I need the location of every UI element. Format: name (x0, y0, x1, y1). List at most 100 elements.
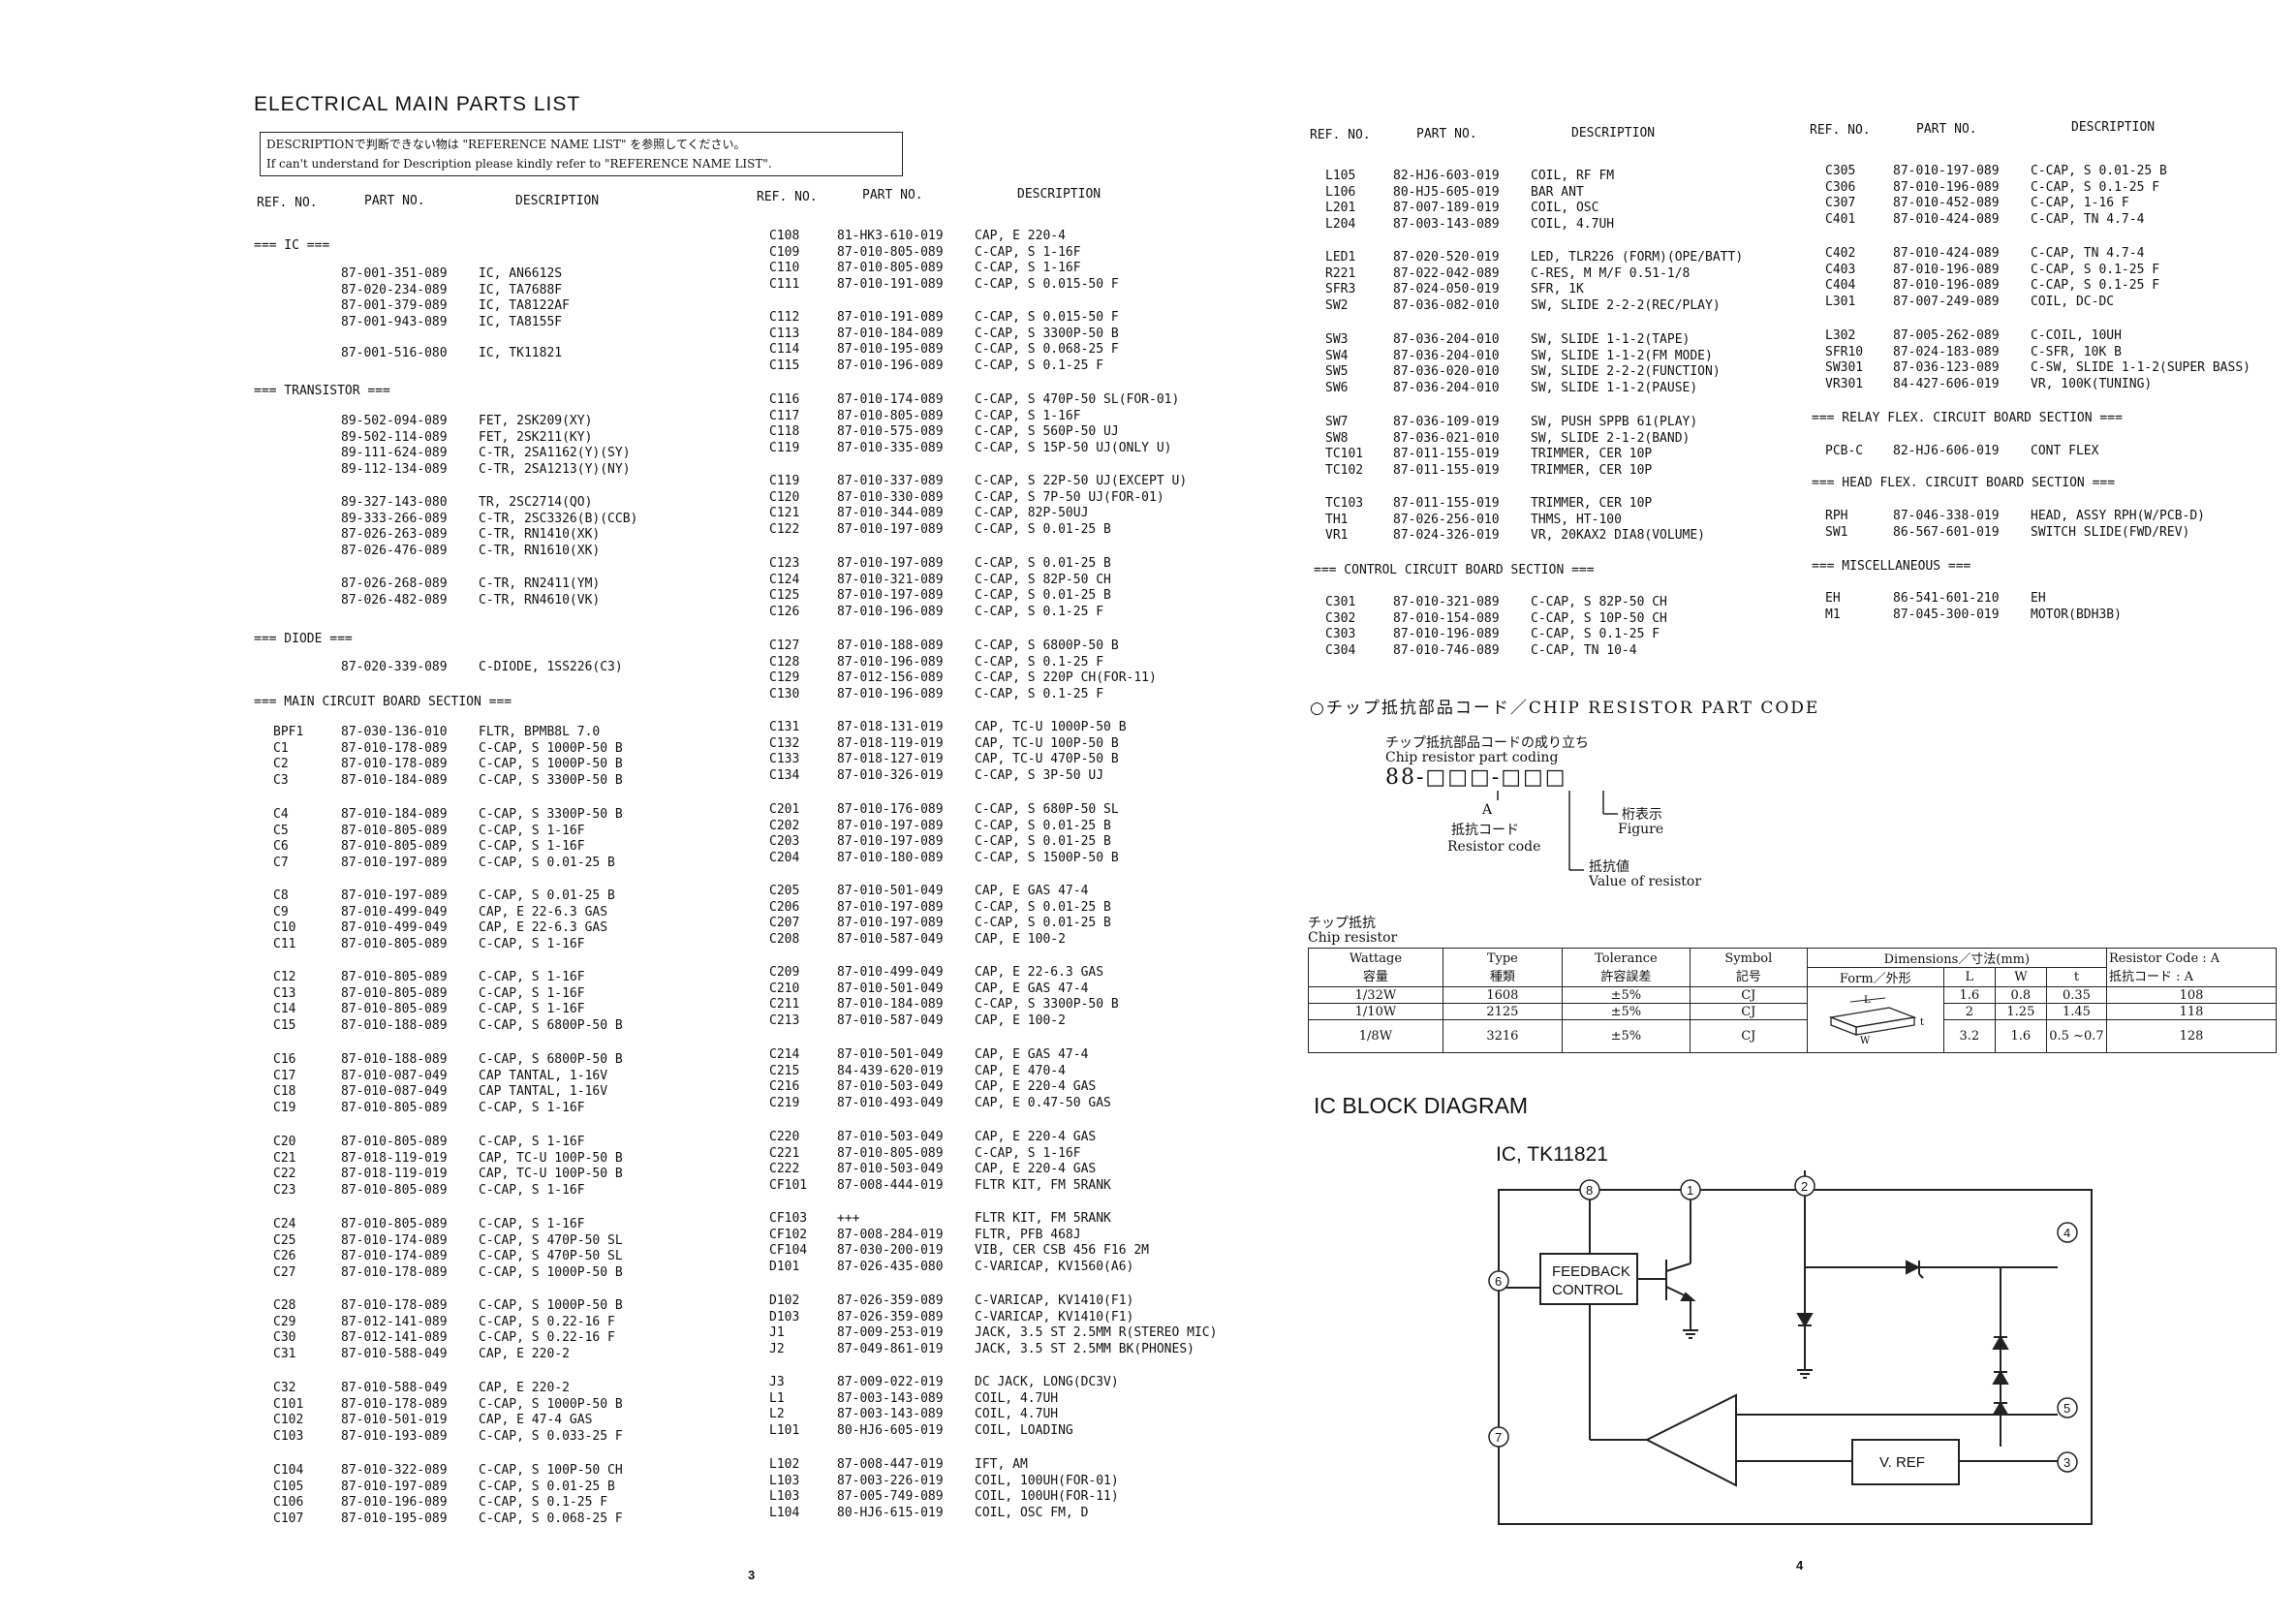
part-no: 87-011-155-019 (1393, 496, 1500, 511)
ref-no: C402 (1825, 246, 1856, 261)
code-annotation-lines (1497, 791, 1618, 871)
chip-shape-icon: L t W (1828, 995, 1924, 1046)
part-no: 87-010-196-089 (1893, 262, 2000, 277)
description: C-CAP, S 0.1-25 F (479, 1495, 608, 1510)
description: C-CAP, S 0.015-50 F (975, 310, 1119, 325)
ic-block-diagram-title: IC BLOCK DIAGRAM (1314, 1093, 1529, 1118)
part-no: 87-010-326-019 (837, 767, 944, 783)
svg-text:t: t (1920, 1017, 1924, 1028)
description: C-CAP, S 6800P-50 B (975, 639, 1119, 653)
part-no: 87-010-188-089 (341, 1017, 448, 1033)
part-no: 87-008-447-019 (837, 1457, 944, 1472)
ref-no: C5 (273, 823, 289, 838)
description: C-CAP, S 1000P-50 B (479, 1264, 623, 1280)
ref-no: C103 (273, 1428, 304, 1444)
part-no: 87-010-501-049 (837, 1047, 944, 1062)
part-no: 87-010-197-089 (837, 818, 944, 833)
ref-no: C213 (769, 1012, 800, 1028)
ref-no: C118 (769, 424, 800, 439)
ref-no: SW3 (1325, 332, 1349, 347)
ref-no: C7 (273, 855, 289, 870)
part-no: 87-010-805-089 (341, 1182, 448, 1198)
part-no: 87-018-119-019 (837, 735, 944, 751)
ref-no: C2 (273, 757, 289, 771)
part-no: 87-026-256-010 (1393, 512, 1500, 527)
description: CAP TANTAL, 1-16V (479, 1084, 608, 1099)
ref-no: CF103 (769, 1211, 808, 1226)
part-no: 87-010-330-089 (837, 489, 944, 505)
parts-list-title: ELECTRICAL MAIN PARTS LIST (254, 93, 581, 115)
ref-no: C6 (273, 839, 289, 854)
description: C-CAP, S 470P-50 SL (479, 1249, 623, 1263)
ref-no: C21 (273, 1150, 296, 1166)
description: C-CAP, S 0.1-25 F (1531, 627, 1660, 641)
description: JACK, 3.5 ST 2.5MM BK(PHONES) (975, 1341, 1195, 1356)
note-japanese: DESCRIPTIONで判断できない物は "REFERENCE NAME LIS… (266, 138, 746, 151)
description: C-CAP, S 1-16F (479, 970, 585, 984)
part-no: 87-036-123-089 (1893, 360, 2000, 375)
chip-coding-en: Chip resistor part coding (1385, 750, 1559, 765)
description: SW, SLIDE 2-1-2(BAND) (1531, 430, 1691, 446)
part-no: 87-007-249-089 (1893, 294, 2000, 309)
ref-no: J3 (769, 1375, 785, 1389)
description: COIL, 100UH(FOR-01) (975, 1473, 1119, 1488)
ref-no: C28 (273, 1298, 296, 1313)
description: C-CAP, S 1-16F (975, 408, 1081, 423)
part-no: 87-030-200-019 (837, 1243, 944, 1258)
col1-ref-header: REF. NO. (257, 196, 318, 210)
ref-no: SW2 (1325, 297, 1349, 313)
part-no: 87-010-196-089 (1893, 179, 2000, 195)
part-no: 87-020-520-019 (1393, 250, 1500, 265)
ref-no: SW6 (1325, 380, 1349, 395)
part-no: 81-HK3-610-019 (837, 229, 944, 243)
ref-no: C210 (769, 981, 800, 996)
description: C-CAP, S 470P-50 SL(FOR-01) (975, 392, 1180, 407)
description: SWITCH SLIDE(FWD/REV) (2031, 524, 2190, 540)
description: FET, 2SK209(XY) (479, 414, 593, 428)
part-no: 87-010-184-089 (341, 772, 448, 788)
description: C-CAP, S 0.01-25 B (479, 1479, 615, 1494)
page-number-right: 4 (1796, 1558, 1804, 1573)
ref-no: C134 (769, 767, 800, 783)
part-no: 87-010-805-089 (341, 1100, 448, 1115)
ref-no: C31 (273, 1346, 296, 1361)
part-no: 87-001-351-089 (341, 266, 448, 281)
part-no: 87-010-197-089 (341, 855, 448, 870)
part-no: 87-010-154-089 (1393, 610, 1500, 626)
chip-resistor-title: ○チップ抵抗部品コード／CHIP RESISTOR PART CODE (1310, 699, 1820, 718)
part-no: 87-010-197-089 (1893, 164, 2000, 178)
ref-no: J2 (769, 1341, 785, 1356)
description: CAP, E 220-4 GAS (975, 1079, 1097, 1094)
ref-no: C220 (769, 1130, 800, 1144)
svg-text:8: 8 (1586, 1183, 1593, 1198)
ref-no: CF101 (769, 1177, 808, 1193)
part-no: 87-010-588-049 (341, 1346, 448, 1361)
col2-ref-header: REF. NO. (757, 190, 818, 204)
ref-no: L301 (1825, 294, 1856, 309)
part-no: 87-010-587-049 (837, 1012, 944, 1028)
part-no: 87-010-184-089 (837, 326, 944, 341)
ref-no: CF102 (769, 1227, 808, 1242)
description: CAP, TC-U 100P-50 B (479, 1167, 623, 1181)
part-no: 87-026-268-089 (341, 576, 448, 591)
description: CAP, TC-U 470P-50 B (975, 752, 1119, 766)
ref-no: C10 (273, 920, 296, 935)
part-no: 82-HJ6-603-019 (1393, 169, 1500, 183)
part-no: 87-026-476-089 (341, 543, 448, 558)
ref-no: L102 (769, 1457, 800, 1472)
ref-no: L302 (1825, 328, 1856, 343)
part-no: 87-010-196-089 (341, 1495, 448, 1510)
pin-3: 3 (2057, 1451, 2078, 1473)
ref-no: C301 (1325, 595, 1356, 609)
part-no: 87-010-499-049 (341, 920, 448, 935)
part-no: 87-010-805-089 (341, 936, 448, 951)
chip-form-figure: L t W (1806, 986, 1944, 1053)
part-no: 87-036-204-010 (1393, 332, 1500, 347)
part-no: 87-010-424-089 (1893, 211, 2000, 227)
ref-no: C106 (273, 1495, 304, 1510)
part-no: 87-022-042-089 (1393, 265, 1500, 281)
ref-no: C128 (769, 654, 800, 670)
ref-no: C221 (769, 1145, 800, 1161)
part-no: 87-011-155-019 (1393, 462, 1500, 478)
